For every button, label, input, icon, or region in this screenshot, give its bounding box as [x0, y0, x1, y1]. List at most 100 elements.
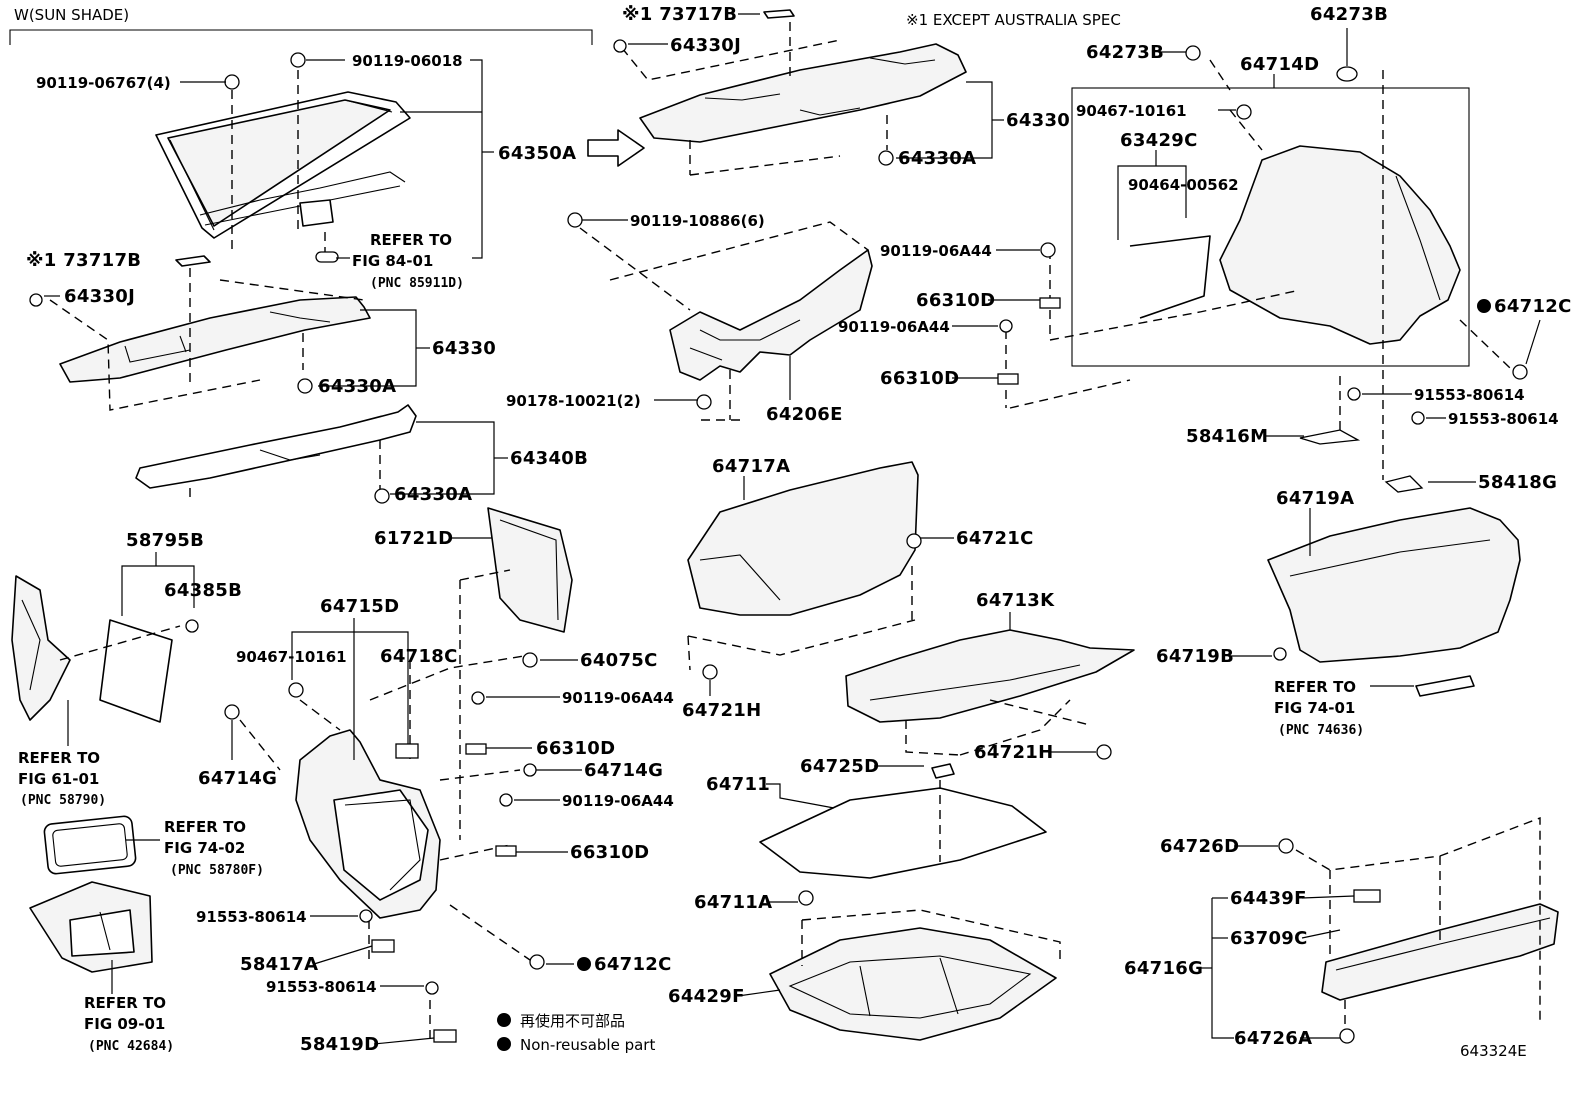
package-tray-panel: [135, 404, 417, 500]
callout-label: 64075C: [580, 650, 658, 671]
callout-label: 91553-80614: [196, 908, 307, 926]
callout-label: 58417A: [240, 954, 318, 975]
callout-label: FIG 84-01: [352, 252, 433, 270]
callout-label: 90119-06767(4): [36, 74, 171, 92]
header-group-label: W(SUN SHADE): [14, 6, 129, 24]
callout-label: 66310D: [880, 368, 959, 389]
roller-shade-part: [155, 70, 411, 260]
callout-label: 58416M: [1186, 426, 1268, 447]
deck-floor-sheet: [759, 763, 1047, 879]
callout-label: ※1 73717B: [26, 250, 141, 271]
callout-label: 64725D: [800, 756, 879, 777]
callout-label: 64206E: [766, 404, 843, 425]
callout-label: 63429C: [1120, 130, 1198, 151]
non-reusable-mark: [1477, 299, 1491, 313]
callout-label: FIG 74-01: [1274, 699, 1355, 717]
callout-label: 64717A: [712, 456, 790, 477]
callout-label: 64715D: [320, 596, 399, 617]
legend-text-ja: 再使用不可部品: [520, 1012, 625, 1030]
rear-quarter-trim-part: [239, 654, 531, 1040]
deck-board-panel: [687, 461, 919, 671]
callout-label: FIG 74-02: [164, 839, 245, 857]
figure-code: 643324E: [1460, 1042, 1527, 1060]
callout-label: 90464-00562: [1128, 176, 1239, 194]
callout-label: 64330A: [394, 484, 472, 505]
fastener-clips: [29, 39, 1528, 1044]
callout-label: 64719B: [1156, 646, 1234, 667]
callout-label: 91553-80614: [1414, 386, 1525, 404]
callout-label: 64713K: [976, 590, 1055, 611]
left-side-bracket-part: [11, 575, 181, 723]
deck-trim-cover-left: [49, 255, 371, 411]
callout-label: ※1 73717B: [622, 4, 737, 25]
callout-label: 90119-06A44: [562, 792, 674, 810]
callout-label: 66310D: [570, 842, 649, 863]
callout-label: 63709C: [1230, 928, 1308, 949]
callout-label: 90119-06A44: [838, 318, 950, 336]
callout-label: 64711A: [694, 892, 772, 913]
callout-label: 90119-06A44: [562, 689, 674, 707]
callout-label: 64721H: [974, 742, 1054, 763]
callout-label: FIG 09-01: [84, 1015, 165, 1033]
quarter-trim-part: [579, 221, 873, 421]
callout-label: 64721C: [956, 528, 1034, 549]
callout-label: 90119-06A44: [880, 242, 992, 260]
callout-label: (PNC 42684): [88, 1039, 174, 1054]
storage-tray-part: [769, 909, 1061, 1041]
callout-label: (PNC 85911D): [370, 276, 464, 291]
callout-label: 64712C: [1494, 296, 1572, 317]
callout-label: 61721D: [374, 528, 453, 549]
callout-label: REFER TO: [164, 818, 246, 836]
callout-label: (PNC 58780F): [170, 863, 264, 878]
callout-label: 90119-06018: [352, 52, 463, 70]
callout-label: 91553-80614: [1448, 410, 1559, 428]
callout-label: 64721H: [682, 700, 762, 721]
callout-label: 90119-10886(6): [630, 212, 765, 230]
floor-mat-part: [845, 629, 1135, 756]
callout-label: 64273B: [1086, 42, 1164, 63]
callout-label: 64330A: [318, 376, 396, 397]
deck-trim-cover-right: [621, 9, 967, 176]
callout-label: REFER TO: [18, 749, 100, 767]
callout-label: 64429F: [668, 986, 745, 1007]
callout-label: 64385B: [164, 580, 242, 601]
legend-text-en: Non-reusable part: [520, 1036, 655, 1054]
callout-label: 64712C: [594, 954, 672, 975]
callout-label: 64439F: [1230, 888, 1307, 909]
legend-dot: [497, 1037, 511, 1051]
leader-lines: [44, 13, 1541, 1045]
callout-label: 64273B: [1310, 4, 1388, 25]
side-trim-box-group: [1049, 87, 1470, 367]
direction-arrow: [587, 129, 645, 167]
callout-labels: 90119-06767(4) 90119-06018 64350A REFER …: [18, 4, 1572, 1055]
callout-label: 64340B: [510, 448, 588, 469]
callout-label: 64726D: [1160, 836, 1239, 857]
callout-label: 64716G: [1124, 958, 1203, 979]
callout-label: 66310D: [916, 290, 995, 311]
spec-note: ※1 EXCEPT AUSTRALIA SPEC: [906, 11, 1121, 29]
callout-label: 64711: [706, 774, 770, 795]
callout-label: 64714D: [1240, 54, 1319, 75]
callout-label: 64718C: [380, 646, 458, 667]
back-door-trim-part: [1267, 507, 1521, 697]
callout-label: 66310D: [536, 738, 615, 759]
callout-label: 90178-10021(2): [506, 392, 641, 410]
callout-label: 64726A: [1234, 1028, 1312, 1049]
callout-label: 64350A: [498, 143, 576, 164]
tray-box-parts: [29, 815, 153, 973]
callout-label: 64330J: [64, 286, 135, 307]
callout-label: 64714G: [198, 768, 277, 789]
callout-label: 64719A: [1276, 488, 1354, 509]
callout-label: REFER TO: [1274, 678, 1356, 696]
legend: 再使用不可部品 Non-reusable part: [497, 1012, 655, 1054]
callout-label: 64330J: [670, 35, 741, 56]
callout-label: 64330: [432, 338, 496, 359]
callout-label: 64330: [1006, 110, 1070, 131]
legend-dot: [497, 1013, 511, 1027]
back-door-scuff-plate: [1295, 816, 1559, 1030]
callout-label: 91553-80614: [266, 978, 377, 996]
callout-label: 58418G: [1478, 472, 1557, 493]
callout-label: 64714G: [584, 760, 663, 781]
